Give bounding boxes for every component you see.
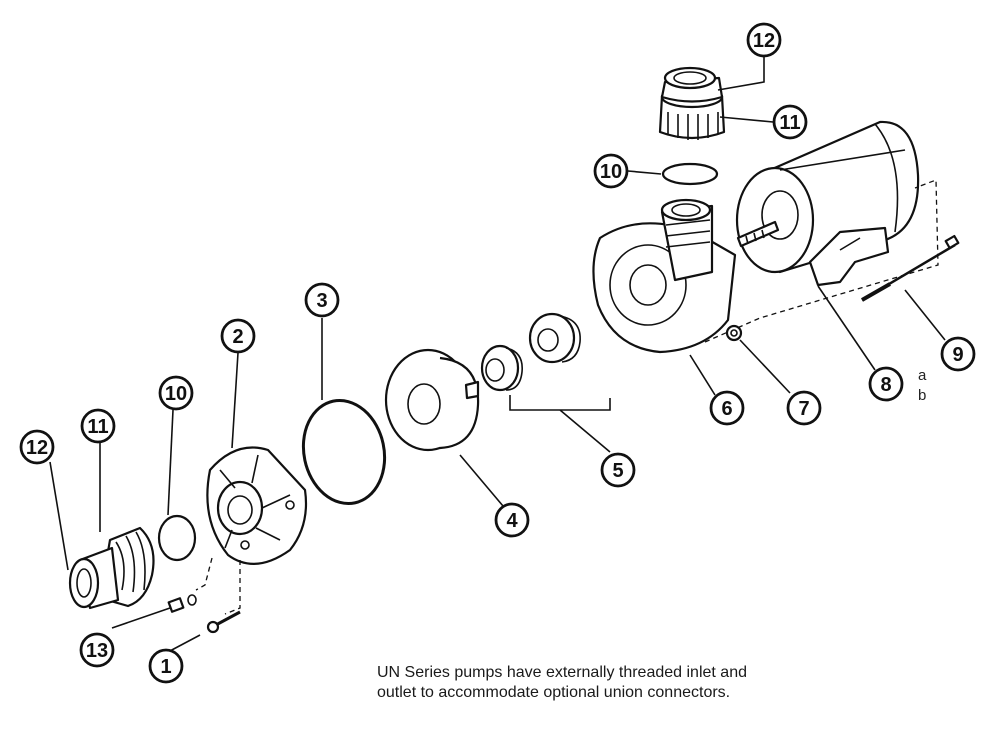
union-nut-outlet [658,66,726,140]
svg-text:7: 7 [798,398,809,420]
motor [735,120,920,287]
callout-2: 2 [220,318,256,354]
callout-3: 3 [304,282,340,318]
drain-plug [167,594,197,613]
caption-line-1: UN Series pumps have externally threaded… [377,664,747,681]
svg-text:13: 13 [86,640,108,662]
svg-text:3: 3 [316,290,327,312]
svg-text:4: 4 [506,510,518,532]
o-ring-inlet [157,514,197,562]
callout-5: 5 [600,452,636,488]
callout-11-left: 11 [80,408,116,444]
callout-1: 1 [148,648,184,684]
svg-text:6: 6 [721,398,732,420]
drain-guide-line [195,557,213,591]
callout-6: 6 [709,390,745,426]
caption-line-2: outlet to accommodate optional union con… [377,684,731,701]
callout-12-left: 12 [19,429,55,465]
svg-text:9: 9 [952,344,963,366]
callout-7: 7 [786,390,822,426]
svg-text:11: 11 [87,416,108,438]
impeller [384,348,480,452]
union-nut-inlet [68,526,155,610]
svg-text:12: 12 [26,437,48,459]
svg-text:5: 5 [612,460,623,482]
variant-b-label: b [918,387,926,404]
callout-11-top: 11 [772,104,808,140]
svg-text:10: 10 [165,383,187,405]
caption: UN Series pumps have externally threaded… [377,663,847,703]
callout-9: 9 [940,336,976,372]
svg-text:1: 1 [160,656,171,678]
svg-text:8: 8 [880,374,891,396]
through-bolt [861,234,960,302]
svg-text:2: 2 [232,326,243,348]
screw [206,610,241,634]
callout-13: 13 [79,632,115,668]
callout-4: 4 [494,502,530,538]
screw-guide-line [224,560,241,615]
callout-10-left: 10 [158,375,194,411]
svg-text:11: 11 [779,112,800,134]
variant-a-label: a [918,367,927,384]
callout-8: 8 a b [868,366,927,404]
bolt-guide-line [704,179,939,343]
seal-plate [206,446,308,565]
svg-text:10: 10 [600,161,622,183]
o-ring-outlet [661,162,719,186]
o-ring-large [301,398,387,506]
nut [725,324,743,342]
pump-housing [592,198,737,354]
svg-text:12: 12 [753,30,775,52]
shaft-seal-assembly [480,312,581,392]
callout-12-top: 12 [746,22,782,58]
callout-10-top: 10 [593,153,629,189]
leader-lines [49,55,946,653]
